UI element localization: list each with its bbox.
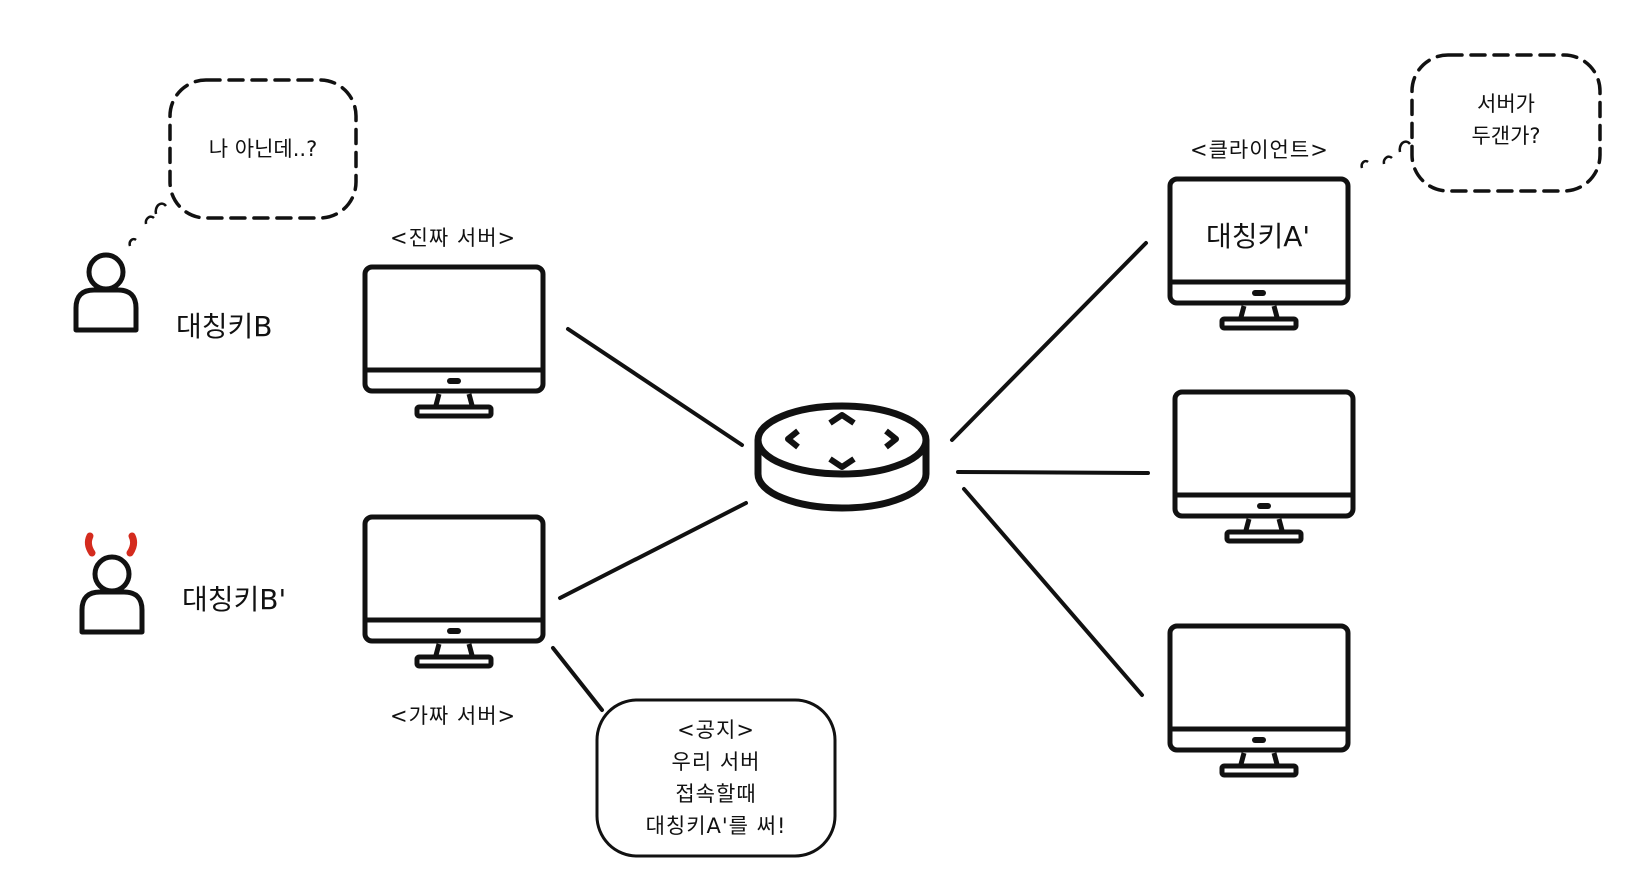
notice-text: <공지> 우리 서버 접속할때 대칭키A'를 써! [597, 714, 835, 842]
link-real-server-router [566, 327, 744, 447]
notice-box [595, 698, 837, 858]
connection-lines [551, 241, 1150, 712]
real-server-monitor-icon [365, 267, 543, 416]
real-server-label: <진짜 서버> [390, 226, 517, 250]
user-thought-trail [128, 202, 168, 247]
attacker-icon [79, 532, 145, 635]
client-thought-trail [1360, 140, 1412, 169]
link-router-client [950, 241, 1148, 442]
client-thought-text: 서버가 두갠가? [1412, 88, 1600, 152]
client-thought-line-1: 서버가 [1477, 92, 1535, 116]
client-thought-bubble [1410, 53, 1602, 193]
notice-title: <공지> [677, 718, 755, 742]
user-icon [73, 252, 139, 333]
client-thought-line-2: 두갠가? [1471, 124, 1541, 148]
link-fake-server-router [558, 501, 748, 600]
notice-line-2: 접속할때 [675, 782, 757, 806]
user-key-label: 대칭키B [176, 310, 273, 343]
fake-server-label: <가짜 서버> [390, 704, 517, 728]
link-fake-server-notice [551, 646, 604, 712]
client-key-text: 대칭키A' [1206, 220, 1311, 253]
notice-line-3: 대칭키A'를 써! [645, 814, 787, 838]
attacker-key-label: 대칭키B' [182, 583, 287, 616]
client-monitor-2-icon [1175, 392, 1353, 541]
user-thought-text: 나 아닌데..? [208, 137, 318, 161]
user-thought-bubble [168, 78, 358, 220]
router-icon [754, 402, 930, 512]
link-router-monitor-3 [962, 487, 1144, 697]
link-router-monitor-2 [956, 470, 1150, 475]
client-label: <클라이언트> [1190, 138, 1329, 162]
notice-line-1: 우리 서버 [671, 750, 761, 774]
fake-server-monitor-icon [365, 517, 543, 666]
client-monitor-3-icon [1170, 626, 1348, 775]
